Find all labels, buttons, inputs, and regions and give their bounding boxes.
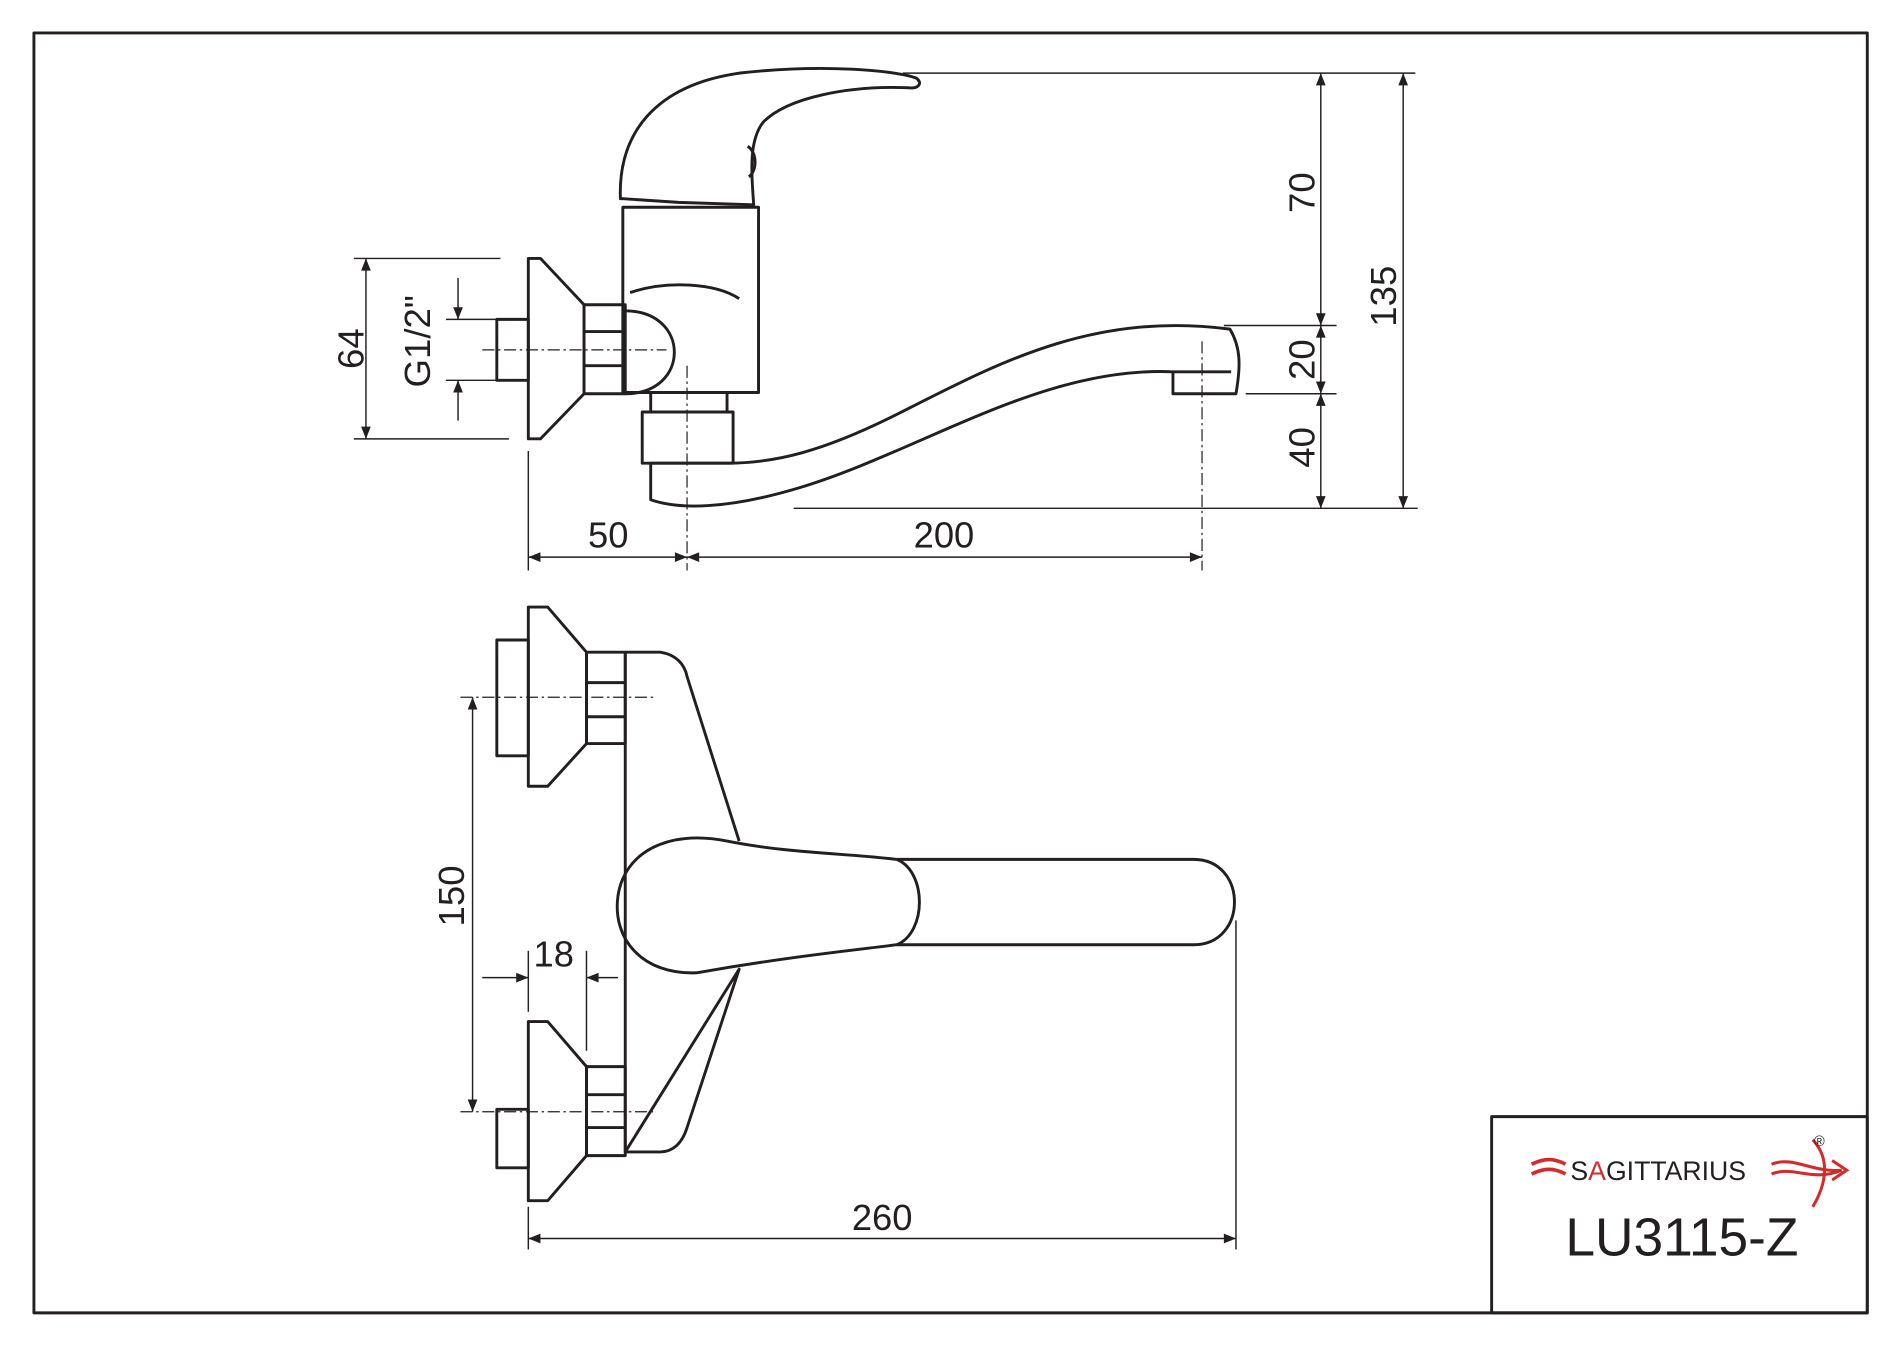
registered-mark: ® [1814, 1134, 1825, 1150]
dim-18: 18 [534, 934, 574, 975]
spout-plan [896, 857, 1236, 947]
wall-flange [526, 256, 586, 441]
dim-200: 200 [914, 514, 975, 555]
dim-50: 50 [588, 514, 628, 555]
dim-40: 40 [1282, 427, 1323, 468]
title-block: SAGITTARIUS ® LU3115-Z [1490, 1115, 1869, 1315]
brand-pre: S [1570, 1156, 1588, 1186]
model-number: LU3115-Z [1565, 1208, 1798, 1267]
mixer-body-plan [623, 650, 741, 1154]
dim-260: 260 [852, 1197, 913, 1238]
brand-accent: A [1588, 1156, 1606, 1186]
plan-view: 150 18 260 [431, 605, 1237, 1250]
dim-thread: G1/2" [397, 295, 438, 387]
dim-70: 70 [1282, 172, 1323, 213]
lever-plan [615, 836, 921, 975]
lever-handle [618, 66, 921, 207]
dim-20: 20 [1282, 339, 1323, 380]
spout [649, 324, 1241, 508]
mixer-body [621, 205, 760, 394]
dim-150: 150 [431, 865, 472, 926]
dim-135: 135 [1363, 266, 1404, 327]
svg-text:SAGITTARIUS: SAGITTARIUS [1570, 1156, 1746, 1186]
side-view: 70 20 40 135 64 G1/2" 50 200 [331, 66, 1418, 571]
brand-logo: SAGITTARIUS ® [1530, 1134, 1850, 1208]
dim-64: 64 [331, 328, 372, 369]
drawing-frame [32, 31, 1869, 1315]
brand-post: GITTARIUS [1606, 1156, 1746, 1186]
